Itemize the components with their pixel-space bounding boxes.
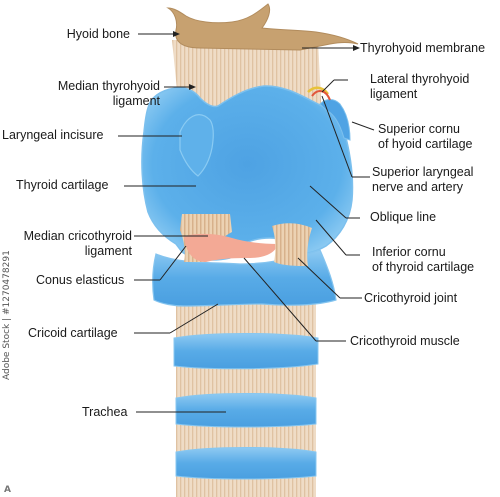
- thyroid-cartilage-shape: [141, 85, 354, 261]
- label-hyoid-bone: Hyoid bone: [66, 27, 130, 41]
- label-laryngeal-incisure: Laryngeal incisure: [2, 128, 104, 142]
- label-thyroid-cartilage: Thyroid cartilage: [16, 178, 109, 192]
- label-median-thyrohyoid-ligament-line2: ligament: [112, 94, 160, 108]
- label-cricothyroid-muscle: Cricothyroid muscle: [350, 334, 460, 348]
- label-lateral-thyrohyoid-ligament-line1: Lateral thyrohyoid: [370, 72, 470, 86]
- label-oblique-line: Oblique line: [370, 210, 437, 224]
- label-thyrohyoid-membrane: Thyrohyoid membrane: [360, 41, 486, 55]
- label-trachea: Trachea: [82, 405, 128, 419]
- laryngeal-incisure-shape: [179, 114, 214, 177]
- hyoid-bone-shape: [166, 3, 359, 51]
- label-superior-cornu-line2: of hyoid cartilage: [378, 137, 473, 151]
- stock-logo: A: [4, 485, 11, 495]
- label-median-thyrohyoid-ligament-line1: Median thyrohyoid: [57, 79, 160, 93]
- label-median-cricothyroid-line2: ligament: [84, 244, 132, 258]
- superior-laryngeal-artery: [311, 90, 331, 101]
- trachea-ring: [175, 447, 317, 480]
- label-superior-laryngeal-line2: nerve and artery: [372, 180, 464, 194]
- superior-laryngeal-nerve: [307, 86, 329, 95]
- stock-id-watermark: Adobe Stock | #1270478291: [2, 250, 12, 380]
- trachea-ring: [175, 393, 317, 428]
- leader-arrowheads: [173, 31, 360, 90]
- label-lateral-thyrohyoid-ligament-line2: ligament: [370, 87, 418, 101]
- label-superior-cornu-line1: Superior cornu: [378, 122, 460, 136]
- label-inferior-cornu-line2: of thyroid cartilage: [372, 260, 475, 274]
- leader-lines: [118, 33, 375, 413]
- trachea-ring: [173, 333, 319, 370]
- label-inferior-cornu-line1: Inferior cornu: [372, 245, 446, 259]
- cricothyroid-muscle-shape: [272, 223, 312, 266]
- label-cricothyroid-joint: Cricothyroid joint: [364, 291, 458, 305]
- label-median-cricothyroid-line1: Median cricothyroid: [23, 229, 132, 243]
- label-superior-laryngeal-line1: Superior laryngeal: [372, 165, 474, 179]
- label-conus-elasticus: Conus elasticus: [36, 273, 125, 287]
- conus-elasticus-shape: [184, 233, 278, 262]
- label-cricoid-cartilage: Cricoid cartilage: [28, 326, 118, 340]
